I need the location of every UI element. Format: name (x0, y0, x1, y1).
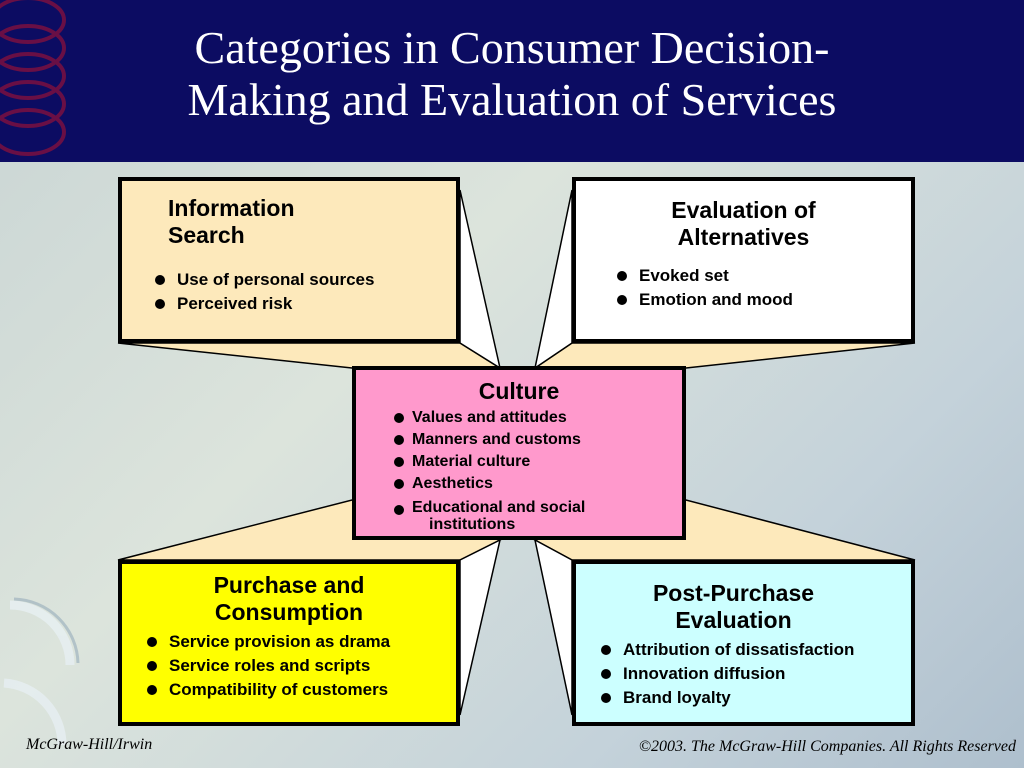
list-item: Compatibility of customers (144, 678, 390, 702)
list-item: Evoked set (614, 264, 793, 288)
connector-top-right-spike (533, 189, 573, 370)
title-banner: Categories in Consumer Decision- Making … (0, 0, 1024, 162)
list-item: Innovation diffusion (598, 662, 854, 686)
list-item: Use of personal sources (152, 268, 374, 292)
list-item: Values and attitudes (392, 407, 585, 429)
footer-publisher: McGraw-Hill/Irwin (26, 736, 153, 753)
footer-copyright: ©2003. The McGraw-Hill Companies. All Ri… (638, 738, 1016, 755)
decorative-rings-icon (0, 0, 66, 156)
list-item: Service provision as drama (144, 630, 390, 654)
purchase-and-consumption-box: Purchase and Consumption Service provisi… (118, 560, 460, 726)
evaluation-of-alternatives-box: Evaluation of Alternatives Evoked set Em… (572, 177, 915, 343)
slide-title: Categories in Consumer Decision- Making … (0, 22, 1024, 126)
slide-title-line1: Categories in Consumer Decision- (194, 22, 830, 73)
post-purchase-evaluation-title: Post-Purchase Evaluation (652, 580, 815, 633)
list-item: Manners and customs (392, 429, 585, 451)
evaluation-of-alternatives-title: Evaluation of Alternatives (671, 197, 816, 250)
connector-top-left-fan (117, 342, 503, 369)
list-item: Service roles and scripts (144, 654, 390, 678)
purchase-and-consumption-title: Purchase and Consumption (213, 572, 365, 625)
list-item: Perceived risk (152, 292, 374, 316)
connector-bottom-left-spike (459, 538, 502, 716)
information-search-box: Information Search Use of personal sourc… (118, 177, 460, 343)
information-search-title: Information Search (168, 195, 295, 248)
list-item: Educational and social institutions (392, 499, 585, 533)
connector-top-left-spike (459, 189, 502, 370)
list-item: Material culture (392, 451, 585, 473)
list-item: Brand loyalty (598, 686, 854, 710)
culture-box: Culture Values and attitudes Manners and… (352, 366, 686, 540)
decorative-arcs-icon (3, 597, 80, 746)
connector-bottom-right-spike (533, 538, 573, 716)
evaluation-of-alternatives-list: Evoked set Emotion and mood (614, 264, 793, 312)
list-item: Emotion and mood (614, 288, 793, 312)
list-item: Aesthetics (392, 473, 585, 495)
information-search-list: Use of personal sources Perceived risk (152, 268, 374, 316)
purchase-and-consumption-list: Service provision as drama Service roles… (144, 630, 390, 702)
culture-title: Culture (478, 378, 560, 404)
slide-title-line2: Making and Evaluation of Services (187, 74, 837, 125)
list-item: Attribution of dissatisfaction (598, 638, 854, 662)
post-purchase-evaluation-list: Attribution of dissatisfaction Innovatio… (598, 638, 854, 710)
culture-list: Values and attitudes Manners and customs… (392, 407, 585, 533)
connector-top-right-fan (532, 342, 916, 369)
post-purchase-evaluation-box: Post-Purchase Evaluation Attribution of … (572, 560, 915, 726)
